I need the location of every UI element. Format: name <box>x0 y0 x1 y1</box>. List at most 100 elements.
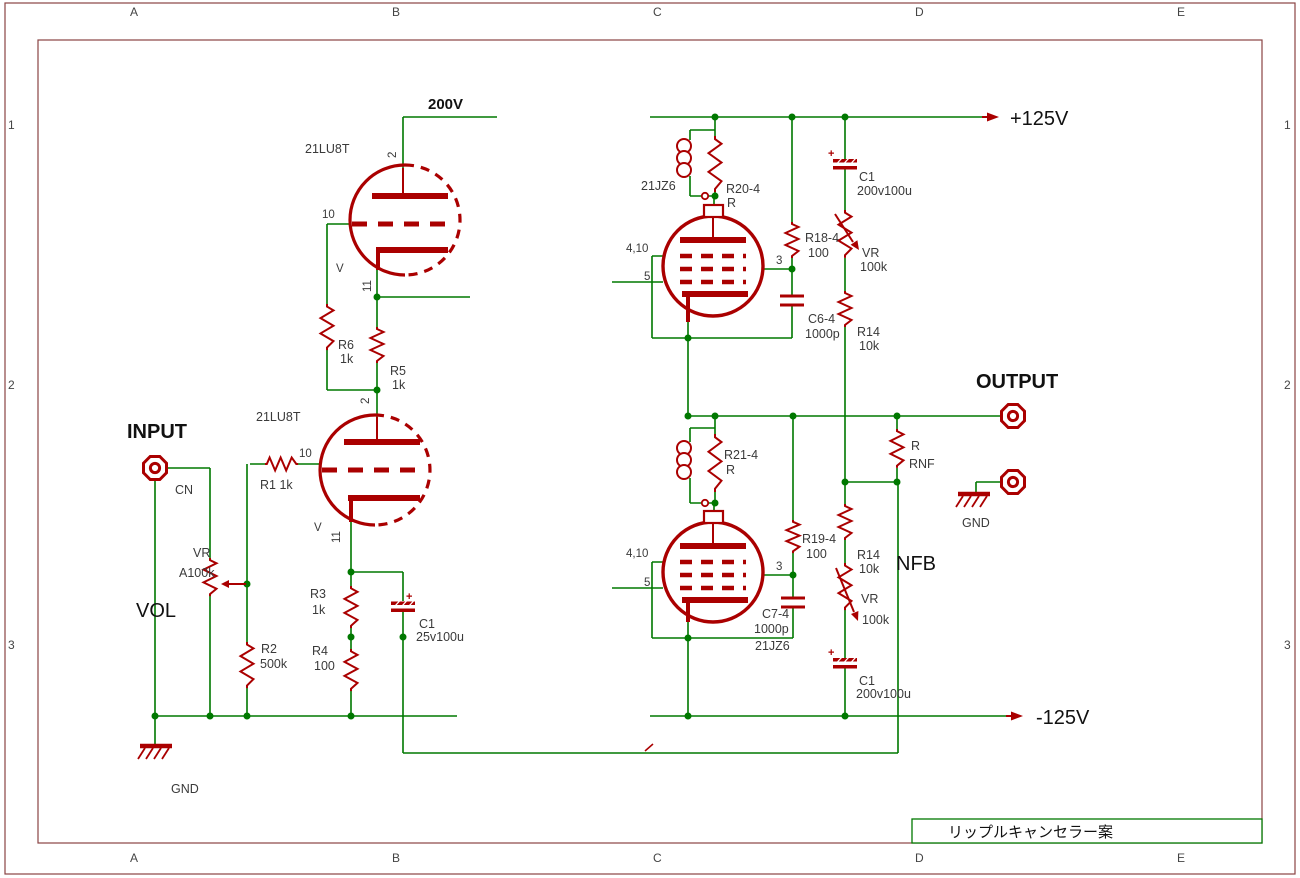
vr-lower-arrow <box>851 611 859 621</box>
tube1-name: 21LU8T <box>305 142 350 156</box>
lower-pins-g: 4,10 <box>626 548 648 560</box>
label-c1-driver-value: 25v100u <box>416 630 464 644</box>
coils <box>676 138 692 480</box>
vol-wiper-arrow <box>221 580 229 588</box>
wires-right <box>612 116 1006 717</box>
upper-pins-g: 4,10 <box>626 243 648 255</box>
tube2-pin-10: 10 <box>299 448 312 460</box>
lower-pin-5: 5 <box>644 577 650 589</box>
label-r6-value: 1k <box>340 352 354 366</box>
frame-col-d-top: D <box>915 5 924 19</box>
label-vr-upper: VR <box>862 246 879 260</box>
label-gnd-left: GND <box>171 782 199 796</box>
plate-bar <box>372 193 448 199</box>
resistor-r18 <box>784 221 800 259</box>
coil-upper-loop <box>676 162 692 178</box>
label-r21-value: R <box>726 463 735 477</box>
label-r20: R20-4 <box>726 182 760 196</box>
resistor-r5 <box>369 326 385 364</box>
label-200v: 200V <box>428 96 463 113</box>
label-vr-lower-value: 100k <box>862 613 890 627</box>
output-gnd-connector <box>1000 469 1026 495</box>
label-r18-value: 100 <box>808 246 829 260</box>
label-neg-rail: -125V <box>1036 707 1090 729</box>
cap-plus-lower: + <box>828 647 834 659</box>
resistor-r14-lower <box>837 503 853 541</box>
tube-21lu8t-2 <box>318 413 432 527</box>
cap-c1-lower <box>832 656 858 670</box>
label-r2: R2 <box>261 642 277 656</box>
vr-arrows <box>221 213 859 621</box>
resistor-r19 <box>785 519 801 555</box>
label-r20-value: R <box>727 196 736 210</box>
upper-pin-3: 3 <box>776 255 782 267</box>
top-cap-ring <box>700 191 710 201</box>
cap-plus-upper: + <box>828 148 834 160</box>
cap-c1-upper <box>832 157 858 171</box>
plate-bar <box>680 543 746 549</box>
cap-c7-4 <box>781 596 805 609</box>
title-block-text: リップルキャンセラー案 <box>948 823 1113 841</box>
frame-row-1-left: 1 <box>8 118 15 132</box>
label-r14-lower-value: 10k <box>859 562 880 576</box>
label-r3: R3 <box>310 587 326 601</box>
tube-21jz6-lower <box>661 498 765 624</box>
label-c7: C7-4 <box>762 607 789 621</box>
label-r18: R18-4 <box>805 231 839 245</box>
cathode-bar <box>376 247 448 253</box>
label-r14-upper-value: 10k <box>859 339 880 353</box>
tube1-pin-11: 11 <box>362 280 374 292</box>
wire-slash-mark <box>644 743 654 752</box>
tube-21lu8t-1 <box>348 163 462 277</box>
label-r19: R19-4 <box>802 532 836 546</box>
gnd-symbol-right <box>956 494 990 507</box>
label-r5-value: 1k <box>392 378 406 392</box>
label-r4: R4 <box>312 644 328 658</box>
label-r5: R5 <box>390 364 406 378</box>
label-r1: R1 1k <box>260 478 293 492</box>
tube-21jz6-upper <box>661 191 765 322</box>
resistor-r20 <box>706 134 724 194</box>
plate-bar <box>344 439 420 445</box>
label-nfb: NFB <box>896 553 936 575</box>
frame-col-a-bottom: A <box>130 851 138 865</box>
lower-pin-3: 3 <box>776 561 782 573</box>
resistor-r4 <box>343 647 359 693</box>
tube2-name: 21LU8T <box>256 410 301 424</box>
frame-col-b-top: B <box>392 5 400 19</box>
neg-rail-arrow <box>1011 711 1023 721</box>
frame-col-d-bottom: D <box>915 851 924 865</box>
tube1-v: V <box>336 263 344 275</box>
cathode-bar <box>682 597 748 603</box>
frame-row-2-left: 2 <box>8 378 15 392</box>
upper-tube-name: 21JZ6 <box>641 179 676 193</box>
vr-upper-element <box>837 208 853 260</box>
tube1-pin-2: 2 <box>387 152 399 158</box>
top-cap <box>702 203 725 219</box>
output-title: OUTPUT <box>976 371 1058 393</box>
frame-col-c-bottom: C <box>653 851 662 865</box>
label-vol: VOL <box>136 600 176 622</box>
coil-lower-loop <box>676 464 692 480</box>
pos-rail-arrow <box>987 112 999 122</box>
labels: 200V 21LU8T 2 10 11 V R6 1k R5 1k 21LU8T… <box>127 96 1090 796</box>
resistor-r3 <box>343 584 359 630</box>
frame-row-3-right: 3 <box>1284 638 1291 652</box>
label-r14-lower: R14 <box>857 548 880 562</box>
label-r4-value: 100 <box>314 659 335 673</box>
label-c1-lower-value: 200v100u <box>856 687 911 701</box>
label-r14-upper: R14 <box>857 325 880 339</box>
tube2-pin-2: 2 <box>360 398 372 404</box>
tube2-v: V <box>314 522 322 534</box>
gnd-symbol-left <box>138 746 172 759</box>
label-r19-value: 100 <box>806 547 827 561</box>
frame-col-b-bottom: B <box>392 851 400 865</box>
label-c1-driver: C1 <box>419 617 435 631</box>
cap-plus-driver: + <box>406 591 412 603</box>
label-c7-value: 1000p <box>754 622 789 636</box>
label-r3-value: 1k <box>312 603 326 617</box>
lower-tube-name: 21JZ6 <box>755 639 790 653</box>
capacitors: + + + <box>390 148 858 670</box>
label-vr-input-value: A100k <box>179 566 215 580</box>
